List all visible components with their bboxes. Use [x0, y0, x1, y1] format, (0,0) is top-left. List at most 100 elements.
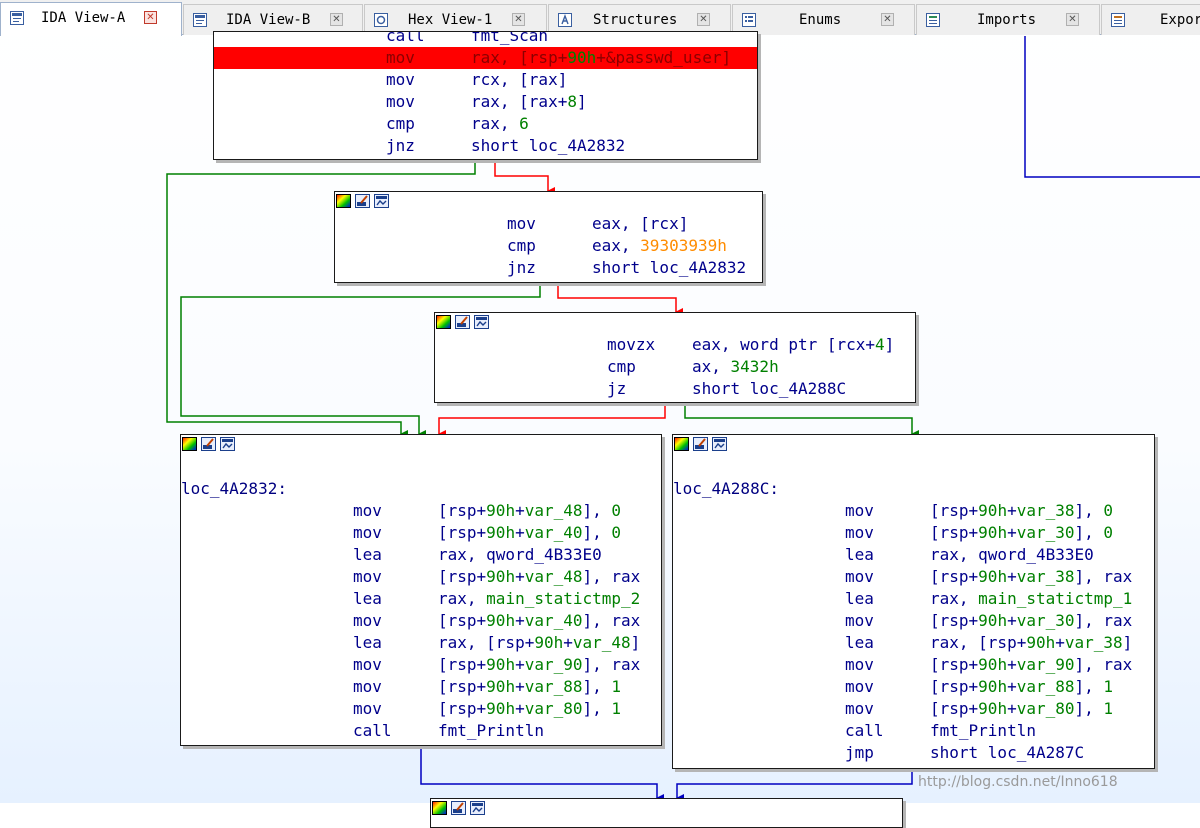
operand: [rsp+90h+var_80], 1: [930, 699, 1114, 718]
graph-overview-icon[interactable]: [470, 801, 485, 815]
instruction-line[interactable]: mov[rsp+90h+var_38], 0: [673, 500, 1154, 522]
operand: fmt_Scan: [471, 31, 549, 45]
structures-icon: [558, 13, 572, 27]
operand: rax, qword_4B33E0: [438, 545, 602, 564]
edit-block-icon[interactable]: [451, 801, 466, 815]
mnemonic: cmp: [507, 236, 536, 255]
instruction-line[interactable]: mov[rsp+90h+var_88], 1: [673, 676, 1154, 698]
instruction-line[interactable]: mov[rsp+90h+var_48], 0: [181, 500, 661, 522]
tab-label: IDA View-A: [41, 10, 126, 26]
operand: [rsp+90h+var_40], 0: [438, 523, 622, 542]
instruction-line[interactable]: mov[rsp+90h+var_90], rax: [181, 654, 661, 676]
close-icon[interactable]: ✕: [1066, 13, 1079, 26]
color-palette-icon[interactable]: [674, 437, 689, 451]
instruction-line[interactable]: mov[rsp+90h+var_80], 1: [181, 698, 661, 720]
operand: [rsp+90h+var_80], 1: [438, 699, 622, 718]
tab-label: Expor: [1160, 12, 1200, 28]
tab-ida-view-b[interactable]: IDA View-B ✕: [183, 4, 363, 35]
edit-block-icon[interactable]: [355, 194, 370, 208]
instruction-line[interactable]: mov[rsp+90h+var_38], rax: [673, 566, 1154, 588]
tab-label: Hex View-1: [408, 12, 493, 28]
mnemonic: movzx: [607, 335, 656, 354]
operand: [rsp+90h+var_88], 1: [930, 677, 1114, 696]
tab-structures[interactable]: Structures✕: [548, 4, 731, 35]
instruction-line[interactable]: mov[rsp+90h+var_40], 0: [181, 522, 661, 544]
operand: fmt_Println: [438, 721, 544, 740]
operand: fmt_Println: [930, 721, 1036, 740]
tab-hex-view-1[interactable]: Hex View-1 ✕: [364, 4, 547, 35]
close-icon[interactable]: ✕: [697, 13, 710, 26]
color-palette-icon[interactable]: [182, 437, 197, 451]
color-palette-icon[interactable]: [336, 194, 351, 208]
color-palette-icon[interactable]: [436, 315, 451, 329]
operand: rax, [rsp+90h+var_38]: [930, 633, 1133, 652]
instruction-line[interactable]: mov[rsp+90h+var_48], rax: [181, 566, 661, 588]
operand: [rsp+90h+var_38], rax: [930, 567, 1133, 586]
tab-ida-view-a[interactable]: IDA View-A ✕: [0, 2, 182, 36]
instruction-line[interactable]: mov[rsp+90h+var_88], 1: [181, 676, 661, 698]
mnemonic: mov: [386, 70, 415, 89]
edge-fallthrough-left: [420, 746, 664, 802]
close-icon[interactable]: ✕: [144, 11, 157, 24]
tab-expor[interactable]: Expor: [1101, 4, 1200, 35]
tab-enums[interactable]: Enums✕: [732, 4, 915, 35]
close-icon[interactable]: ✕: [330, 13, 343, 26]
instruction-line[interactable]: mov[rsp+90h+var_90], rax: [673, 654, 1154, 676]
graph-overview-icon[interactable]: [474, 315, 489, 329]
instruction-line[interactable]: mov[rsp+90h+var_30], rax: [673, 610, 1154, 632]
close-icon[interactable]: ✕: [881, 13, 894, 26]
instruction-line[interactable]: mov[rsp+90h+var_30], 0: [673, 522, 1154, 544]
tab-label: IDA View-B: [226, 12, 311, 28]
operand: short loc_4A2832: [592, 258, 747, 277]
graph-overview-icon[interactable]: [374, 194, 389, 208]
block-label[interactable]: loc_4A2832:: [181, 479, 287, 498]
edit-block-icon[interactable]: [201, 437, 216, 451]
instruction-line[interactable]: movzx eax, word ptr [rcx+4]: [435, 334, 915, 356]
instruction-line[interactable]: mov[rsp+90h+var_40], rax: [181, 610, 661, 632]
close-icon[interactable]: ✕: [512, 13, 525, 26]
operand: short loc_4A2832: [471, 136, 626, 155]
instruction-line[interactable]: mov[rsp+90h+var_80], 1: [673, 698, 1154, 720]
exports-icon: [1111, 13, 1125, 27]
block-label-row: loc_4A288C:: [673, 478, 1154, 500]
tab-imports[interactable]: Imports✕: [916, 4, 1100, 35]
mnemonic: mov: [386, 92, 415, 111]
mnemonic: mov: [507, 214, 536, 233]
edge-jnz-false-2: [557, 283, 683, 316]
color-palette-icon[interactable]: [432, 801, 447, 815]
graph-overview-icon[interactable]: [220, 437, 235, 451]
operand: eax, word ptr [rcx+4]: [692, 335, 895, 354]
edit-block-icon[interactable]: [693, 437, 708, 451]
mnemonic: lea: [353, 633, 382, 652]
block-label[interactable]: loc_4A288C:: [673, 479, 779, 498]
graph-overview-icon[interactable]: [712, 437, 727, 451]
operand: [rsp+90h+var_90], rax: [438, 655, 641, 674]
mnemonic: mov: [353, 501, 382, 520]
edit-block-icon[interactable]: [455, 315, 470, 329]
